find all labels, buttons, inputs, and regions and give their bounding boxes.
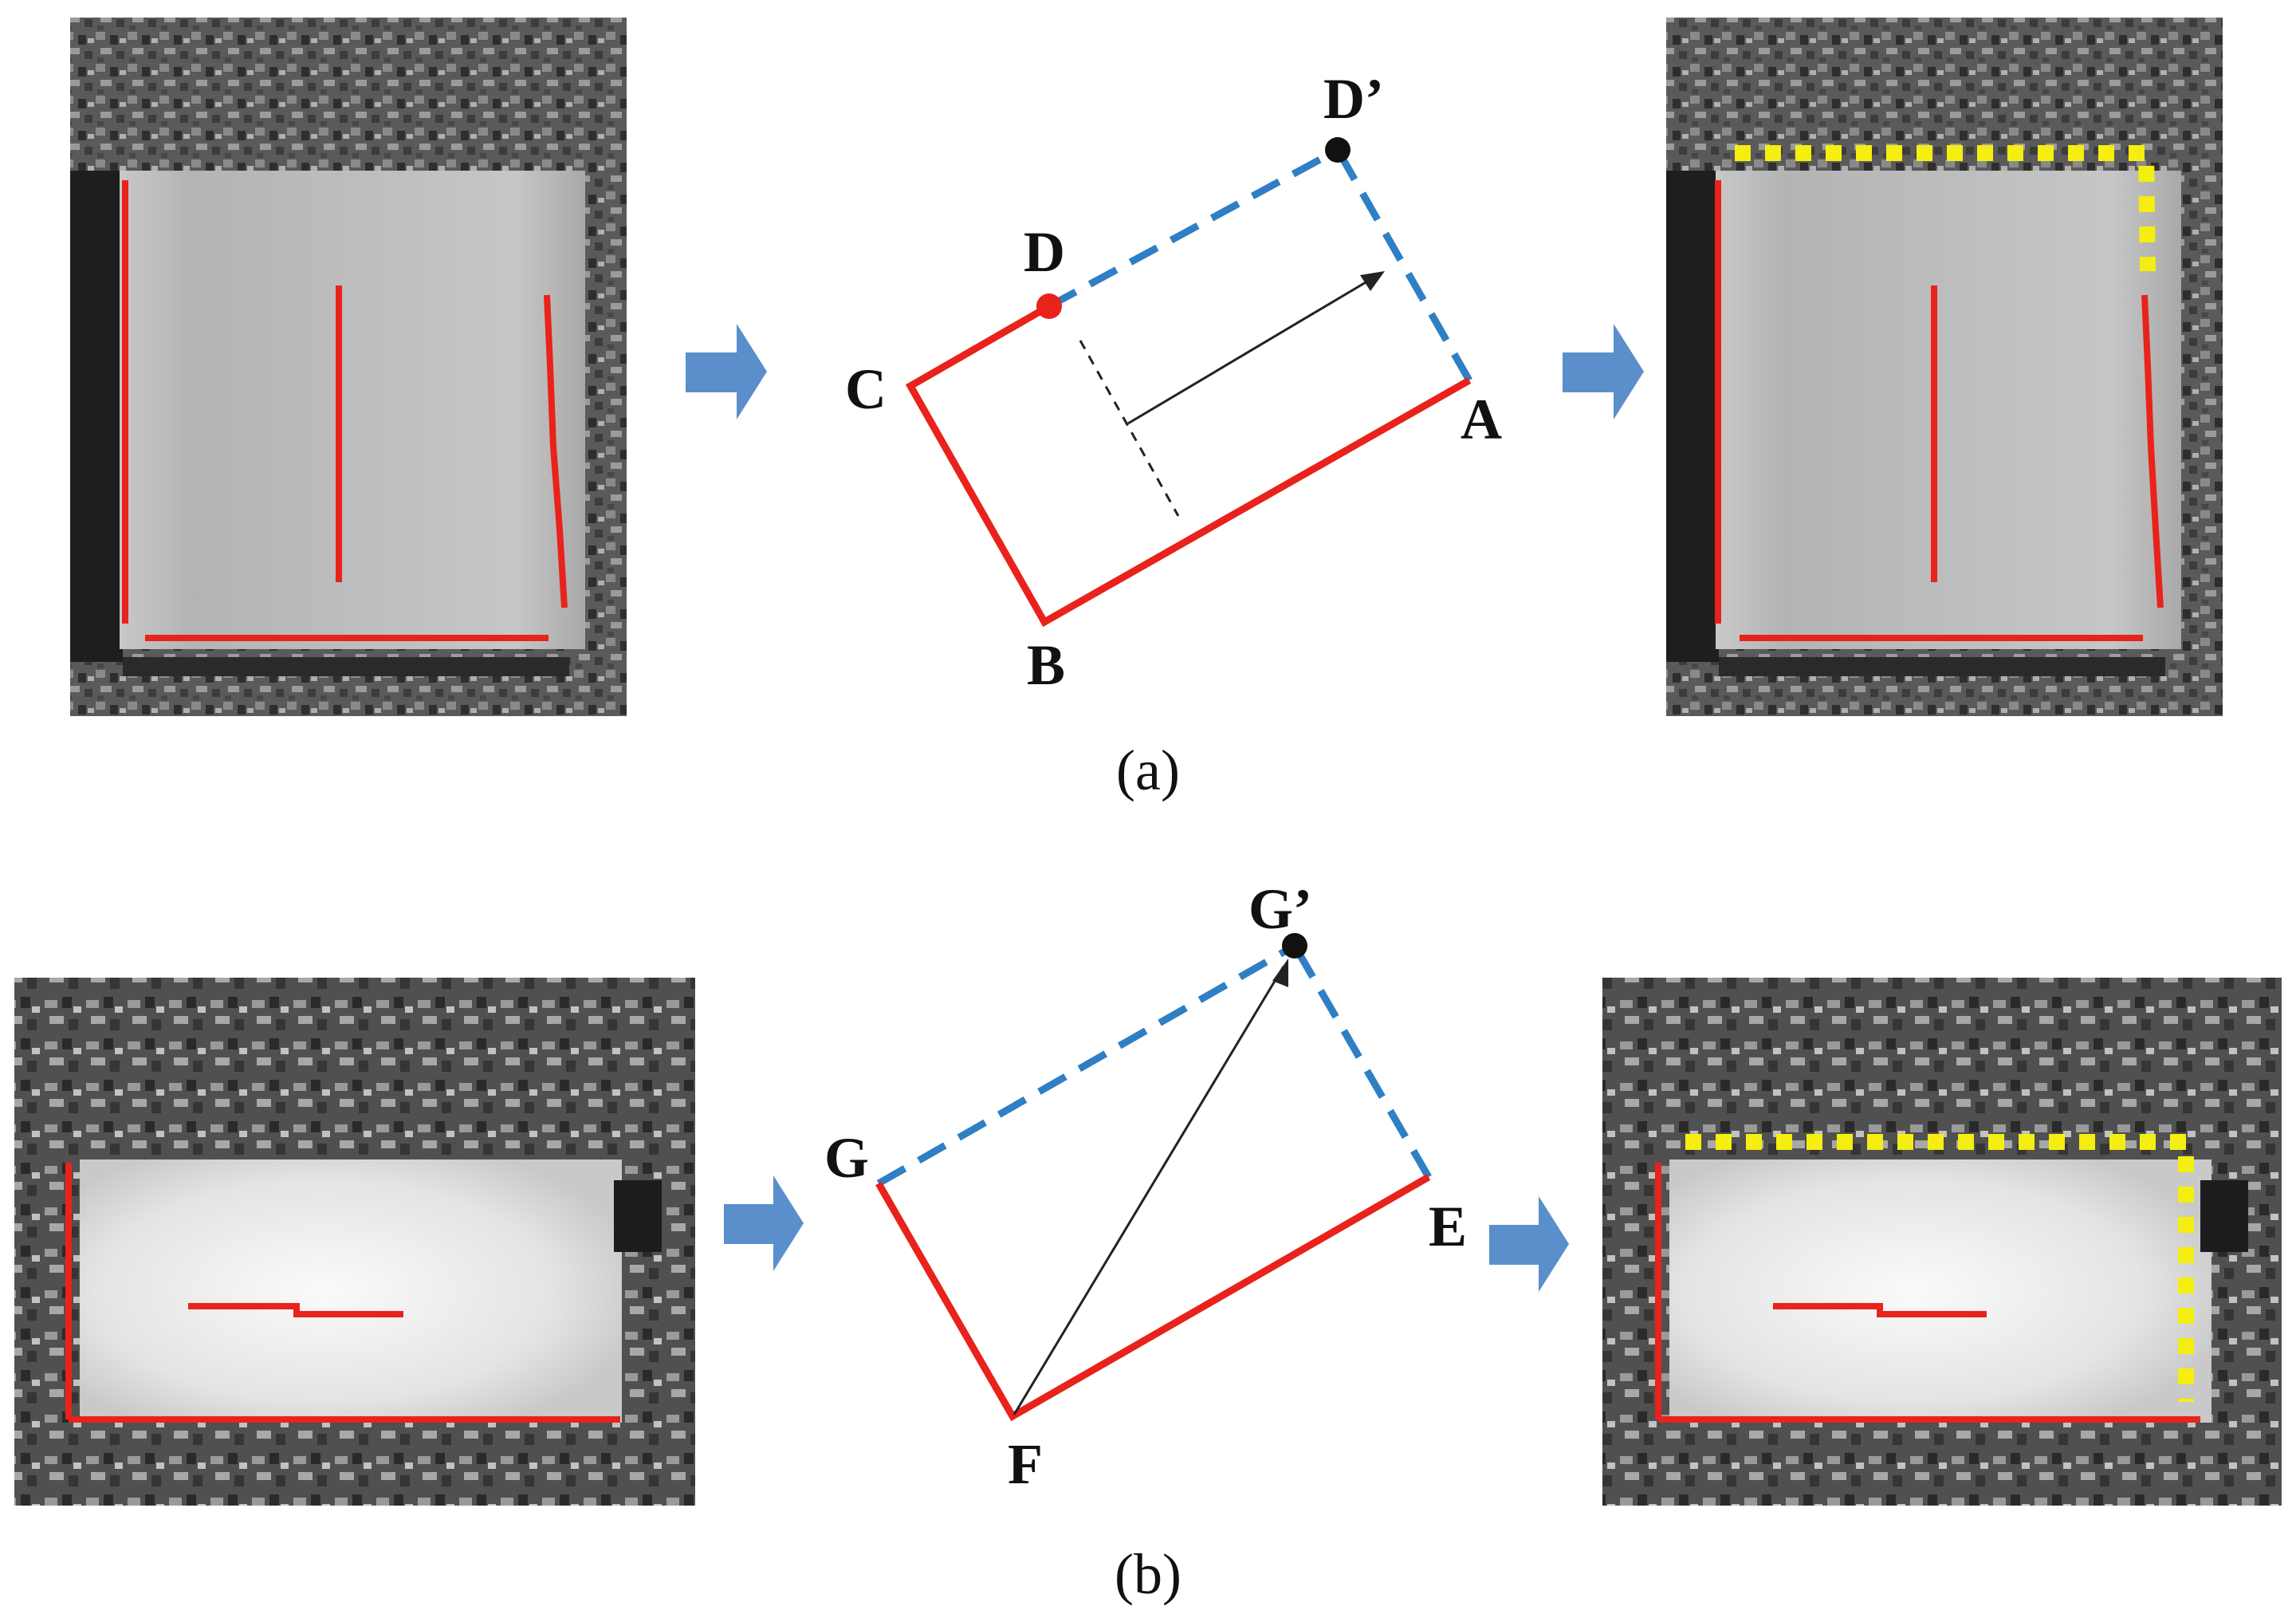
panel-b-output-photo <box>1602 978 2282 1506</box>
vector-line <box>1012 966 1285 1415</box>
label-g-prime: G’ <box>1248 877 1312 941</box>
point-d <box>1036 293 1062 319</box>
caption-a: (a) <box>1116 738 1180 802</box>
red-sides-efg <box>875 1174 1431 1422</box>
red-edge-center <box>188 1303 403 1317</box>
thin-dashed-guide <box>1079 340 1180 517</box>
point-g-prime <box>1282 933 1307 959</box>
caption-b: (b) <box>1115 1542 1181 1606</box>
label-e: E <box>1429 1195 1467 1258</box>
label-c: C <box>845 357 887 421</box>
panel-a: A B C D D’ (a) <box>70 18 2223 802</box>
point-d-prime <box>1325 137 1350 163</box>
right-arrow-icon <box>1563 324 1644 419</box>
right-arrow-icon <box>1489 1196 1569 1292</box>
panel-b-geometry: E F G G’ <box>824 877 1467 1496</box>
yellow-completed-edge <box>1685 1134 2194 1402</box>
dashed-e-g-prime <box>1292 943 1432 1179</box>
panel-a-input-photo <box>70 18 627 716</box>
arrow-head-icon <box>1360 271 1385 291</box>
label-g: G <box>824 1126 869 1190</box>
arrow-head-icon <box>1272 959 1288 987</box>
dashed-g-g-prime <box>876 943 1297 1187</box>
right-arrow-icon <box>724 1175 804 1271</box>
label-a: A <box>1461 388 1502 451</box>
yellow-completed-edge <box>1735 145 2156 272</box>
panel-b-input-photo <box>14 978 695 1506</box>
panel-b: E F G G’ (b) <box>14 877 2282 1606</box>
right-arrow-icon <box>686 324 767 419</box>
label-d-prime: D’ <box>1323 67 1384 131</box>
red-edge-right <box>544 294 568 608</box>
red-edge-center <box>1773 1303 1987 1317</box>
red-edge-right <box>2141 294 2164 608</box>
dashed-ad-prime <box>1335 148 1472 383</box>
label-b: B <box>1027 633 1065 697</box>
red-sides-abcd <box>905 303 1472 628</box>
dashed-d-d-prime <box>1047 147 1340 309</box>
vector-line <box>1127 273 1380 425</box>
label-d: D <box>1024 220 1065 284</box>
panel-a-output-photo <box>1666 18 2223 716</box>
label-f: F <box>1008 1432 1043 1496</box>
panel-a-geometry: A B C D D’ <box>845 67 1502 697</box>
